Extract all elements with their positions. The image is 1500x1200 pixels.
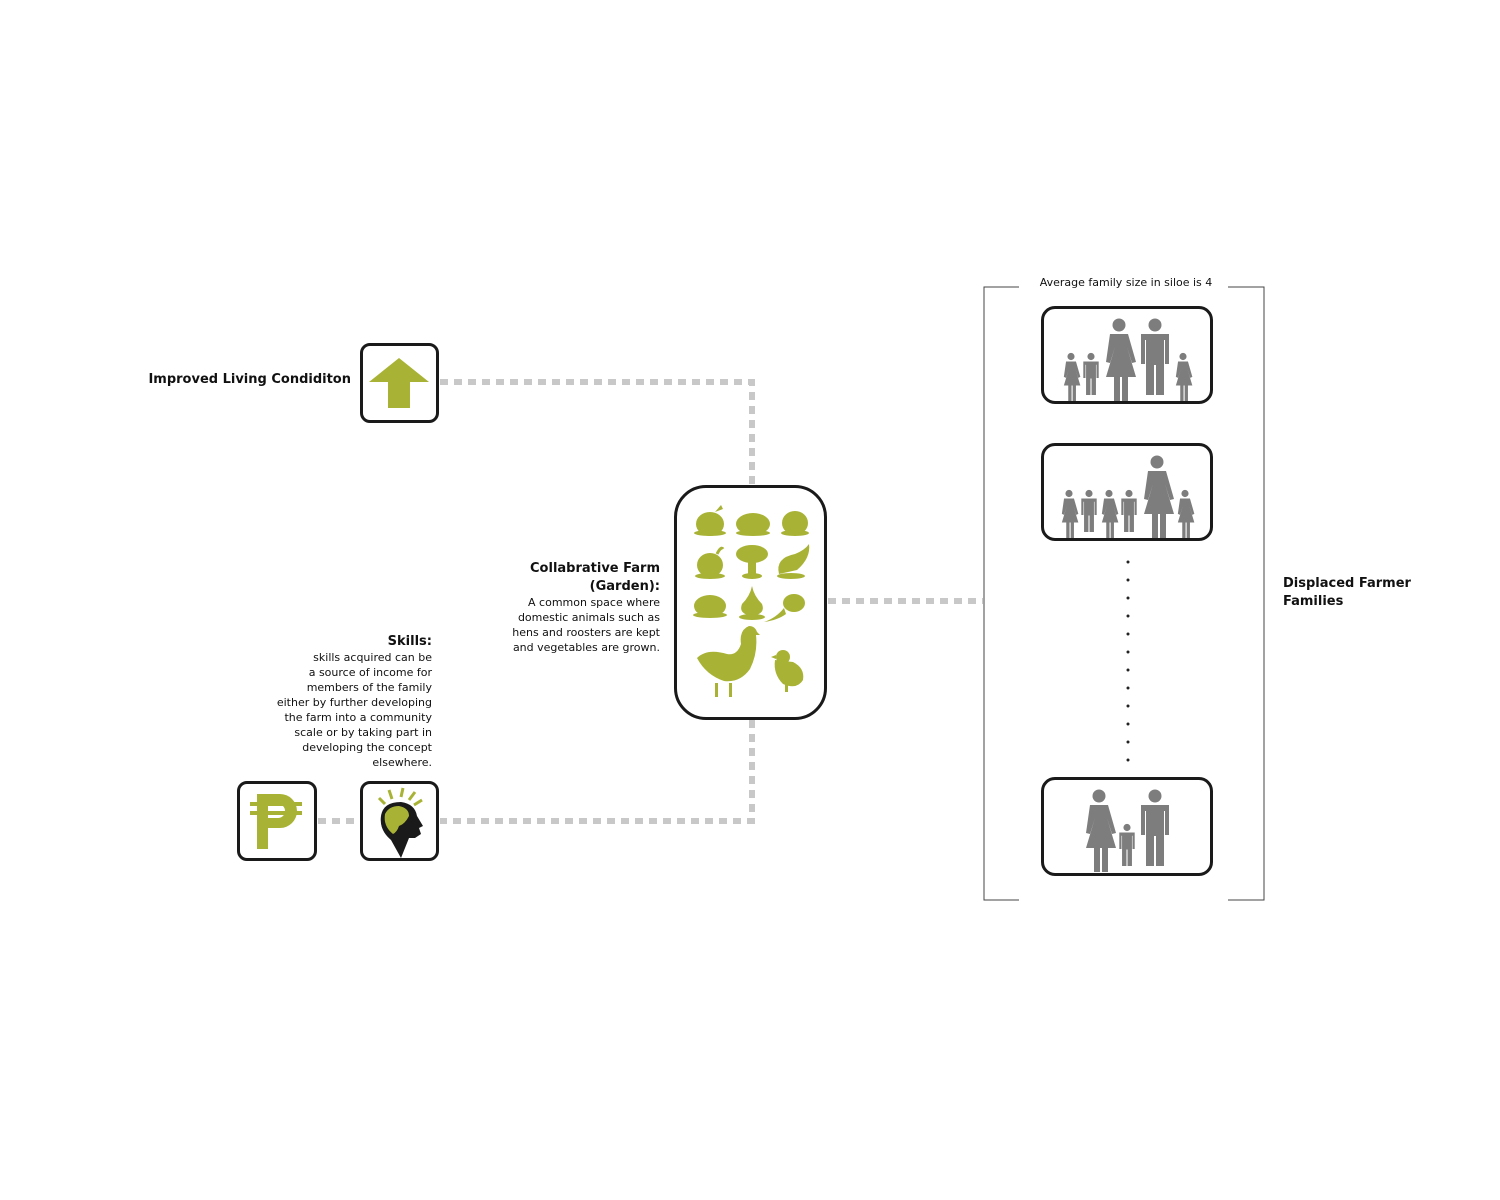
label-line1: Displaced Farmer <box>1283 576 1411 591</box>
skills-desc-line: developing the concept <box>302 741 432 754</box>
farm-title: Collabrative Farm (Garden): <box>530 560 660 596</box>
potato-icon <box>736 513 770 536</box>
skills-desc-line: scale or by taking part in <box>294 726 432 739</box>
farm-desc-line: domestic animals such as <box>517 611 660 624</box>
family-box-3 <box>1041 777 1213 876</box>
farm-title-line1: Collabrative Farm <box>530 561 660 576</box>
pepper-icon <box>695 546 725 579</box>
boy-icon <box>1081 489 1097 532</box>
farm-description: A common space where domestic animals su… <box>512 595 660 655</box>
improved-living-label: Improved Living Condiditon <box>148 372 351 387</box>
family-bracket <box>983 286 1265 901</box>
family-group-3 <box>1086 789 1169 876</box>
man-icon <box>1141 789 1169 866</box>
family-size-caption: Average family size in siloe is 4 <box>1039 276 1213 289</box>
family-box-1 <box>1041 306 1213 405</box>
ellipsis-dots <box>1126 560 1130 762</box>
connector-improved-to-farm <box>440 379 755 486</box>
peso-box <box>237 781 317 861</box>
girl-icon <box>1175 352 1193 401</box>
skills-desc-line: elsewhere. <box>372 756 432 769</box>
skills-description: skills acquired can be a source of incom… <box>277 650 432 770</box>
squash-icon <box>693 595 727 618</box>
farm-desc-line: and vegetables are grown. <box>512 641 660 654</box>
boy-icon <box>1119 823 1135 866</box>
hen-icon <box>697 626 760 697</box>
family-group-2 <box>1061 455 1195 542</box>
woman-icon <box>1086 789 1116 876</box>
family-box-2 <box>1041 443 1213 542</box>
improved-living-box <box>360 343 439 423</box>
arrow-up-icon <box>369 358 429 408</box>
broccoli-icon <box>736 545 768 579</box>
girl-icon <box>1101 489 1119 538</box>
label-line2: Families <box>1283 594 1344 609</box>
girl-icon <box>1063 352 1081 401</box>
skills-desc-line: the farm into a community <box>284 711 432 724</box>
woman-icon <box>1106 318 1136 405</box>
peso-icon <box>250 794 302 849</box>
displaced-families-label: Displaced Farmer Families <box>1283 575 1411 611</box>
tomato-icon <box>781 511 809 536</box>
farm-box <box>674 485 827 720</box>
farm-desc-line: A common space where <box>528 596 660 609</box>
skills-desc-line: skills acquired can be <box>313 651 432 664</box>
girl-icon <box>1061 489 1079 538</box>
man-icon <box>1141 318 1169 395</box>
woman-icon <box>1144 455 1174 542</box>
skills-box <box>360 781 439 861</box>
family-group-1 <box>1063 318 1193 405</box>
farm-desc-line: hens and roosters are kept <box>512 626 660 639</box>
idea-head-icon <box>377 787 423 858</box>
farm-title-line2: (Garden): <box>589 579 660 594</box>
connector-farm-to-skills <box>440 720 755 824</box>
beet-icon <box>764 594 805 622</box>
garlic-icon <box>739 586 765 620</box>
chick-icon <box>771 650 804 692</box>
eggplant-icon <box>777 544 810 579</box>
boy-icon <box>1083 352 1099 395</box>
vegetable-icon <box>694 505 726 536</box>
skills-desc-line: a source of income for <box>308 666 432 679</box>
boy-icon <box>1121 489 1137 532</box>
skills-desc-line: members of the family <box>306 681 432 694</box>
skills-desc-line: either by further developing <box>276 696 432 709</box>
farm-icons <box>693 505 810 697</box>
skills-title: Skills: <box>387 634 432 649</box>
girl-icon <box>1177 489 1195 538</box>
